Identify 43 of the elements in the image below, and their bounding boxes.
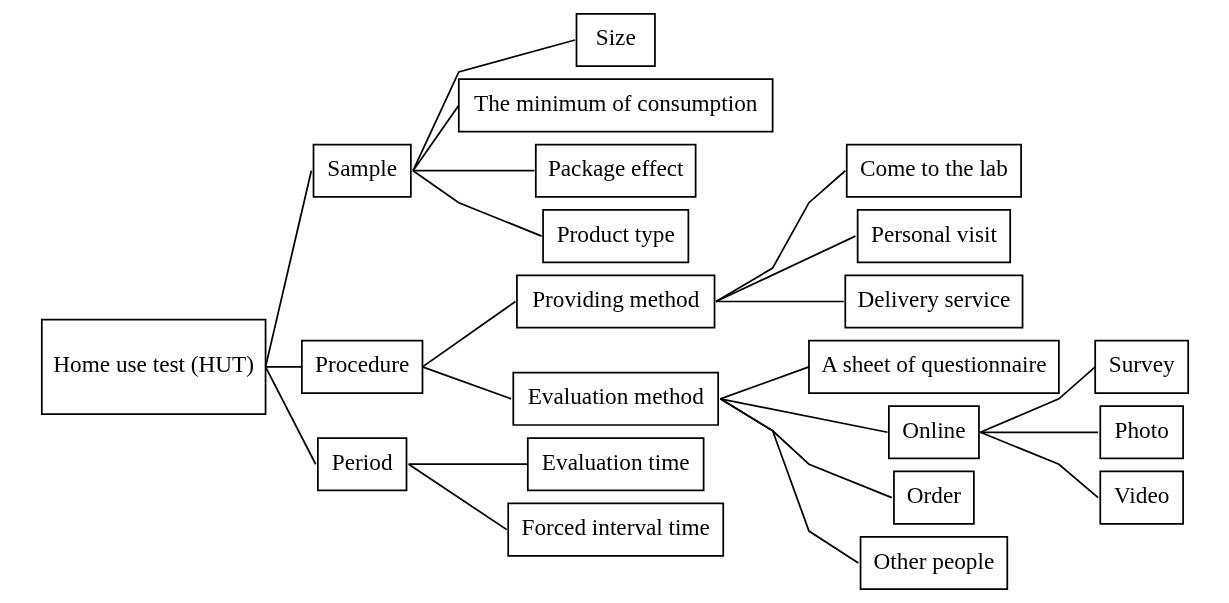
connector	[411, 169, 535, 172]
node-box: Procedure	[300, 339, 423, 394]
connector	[411, 169, 542, 237]
connector	[411, 104, 460, 172]
connector	[407, 463, 508, 531]
node-box: Delivery service	[843, 274, 1023, 329]
node-box: Online	[887, 405, 980, 460]
connector	[264, 366, 303, 368]
connector	[718, 398, 859, 564]
node-box: Providing method	[515, 274, 715, 329]
connector	[714, 235, 856, 303]
node-box: Photo	[1098, 405, 1184, 460]
connector	[979, 431, 1099, 499]
node-box: Forced interval time	[506, 502, 724, 557]
node-box: Package effect	[534, 143, 696, 198]
connector	[714, 169, 846, 303]
connector	[411, 39, 576, 172]
connector	[718, 398, 888, 434]
connector	[714, 300, 845, 303]
connector	[407, 463, 528, 466]
node-box: Size	[575, 12, 656, 67]
connector	[264, 366, 317, 466]
node-box: Survey	[1093, 339, 1189, 394]
node-box: The minimum of consumption	[457, 78, 773, 133]
node-box: Order	[892, 470, 975, 525]
connector	[264, 169, 312, 368]
node-box: Personal visit	[856, 209, 1011, 264]
connector	[979, 366, 1096, 434]
node-box: Evaluation time	[526, 437, 704, 492]
node-box: Evaluation method	[511, 371, 719, 426]
connector	[718, 398, 893, 499]
connector	[979, 431, 1099, 434]
node-box: Other people	[859, 536, 1008, 591]
node-box: Sample	[312, 143, 412, 198]
node-box: Video	[1098, 470, 1184, 525]
node-box: Home use test (HUT)	[40, 318, 266, 415]
node-box: Period	[316, 437, 407, 492]
node-box: Come to the lab	[845, 143, 1022, 198]
connector	[421, 366, 512, 400]
connector	[421, 300, 516, 368]
connector	[718, 366, 810, 400]
node-box: Product type	[541, 209, 689, 264]
node-box: A sheet of questionnaire	[807, 339, 1060, 394]
